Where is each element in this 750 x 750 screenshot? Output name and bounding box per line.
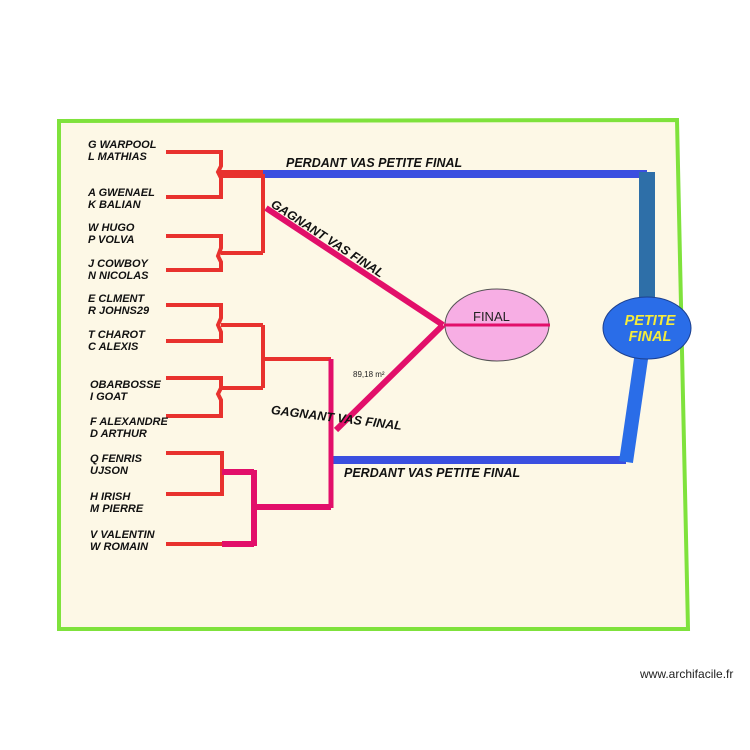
player-pair-4: J COWBOY N NICOLAS bbox=[88, 258, 149, 282]
final-label: FINAL bbox=[473, 309, 510, 324]
player-name: E CLMENT bbox=[88, 293, 145, 305]
player-name: P VOLVA bbox=[88, 234, 135, 246]
player-name: T CHAROT bbox=[88, 329, 145, 341]
player-name: L MATHIAS bbox=[88, 151, 147, 163]
player-name: J COWBOY bbox=[88, 258, 148, 270]
player-name: M PIERRE bbox=[90, 503, 144, 515]
petite-final-label: PETITE FINAL bbox=[624, 313, 676, 345]
player-pair-2: A GWENAEL K BALIAN bbox=[88, 187, 155, 211]
petite-final-node bbox=[602, 296, 692, 360]
player-pair-7: OBARBOSSE I GOAT bbox=[90, 379, 161, 403]
player-pair-10: H IRISH M PIERRE bbox=[90, 491, 143, 515]
red-bracket-middle bbox=[166, 303, 331, 418]
magenta-bracket bbox=[222, 205, 446, 547]
player-pair-6: T CHAROT C ALEXIS bbox=[88, 329, 145, 353]
loser-label-top: PERDANT VAS PETITE FINAL bbox=[286, 156, 463, 170]
player-name: D ARTHUR bbox=[90, 428, 147, 440]
player-name: W HUGO bbox=[88, 222, 135, 234]
player-name: G WARPOOL bbox=[88, 139, 157, 151]
player-name: A GWENAEL bbox=[88, 187, 155, 199]
credit-footer: www.archifacile.fr bbox=[640, 667, 734, 681]
player-name: N NICOLAS bbox=[88, 270, 149, 282]
player-name: UJSON bbox=[90, 465, 128, 477]
bracket-frame bbox=[57, 117, 691, 631]
loser-path-right-bar bbox=[639, 172, 655, 298]
player-pair-8: F ALEXANDRE D ARTHUR bbox=[90, 416, 168, 440]
player-name: H IRISH bbox=[90, 491, 131, 503]
player-name: V VALENTIN bbox=[90, 529, 155, 541]
player-name: F ALEXANDRE bbox=[90, 416, 168, 428]
loser-label-bottom: PERDANT VAS PETITE FINAL bbox=[344, 466, 521, 480]
player-pair-3: W HUGO P VOLVA bbox=[88, 222, 134, 246]
player-name: Q FENRIS bbox=[90, 453, 142, 465]
loser-path-bottom-riser bbox=[619, 350, 649, 464]
player-pair-1: G WARPOOL L MATHIAS bbox=[88, 139, 156, 163]
player-name: R JOHNS29 bbox=[88, 305, 150, 317]
area-label: 89,18 m² bbox=[353, 370, 385, 379]
red-bracket-top bbox=[166, 150, 265, 272]
player-pair-9: Q FENRIS UJSON bbox=[90, 453, 142, 477]
player-name: I GOAT bbox=[90, 391, 128, 403]
player-name: OBARBOSSE bbox=[90, 379, 161, 391]
player-pair-11: V VALENTIN W ROMAIN bbox=[90, 529, 155, 553]
player-name: K BALIAN bbox=[88, 199, 141, 211]
player-name: C ALEXIS bbox=[88, 341, 139, 353]
player-name: W ROMAIN bbox=[90, 541, 149, 553]
player-pair-5: E CLMENT R JOHNS29 bbox=[88, 293, 149, 317]
